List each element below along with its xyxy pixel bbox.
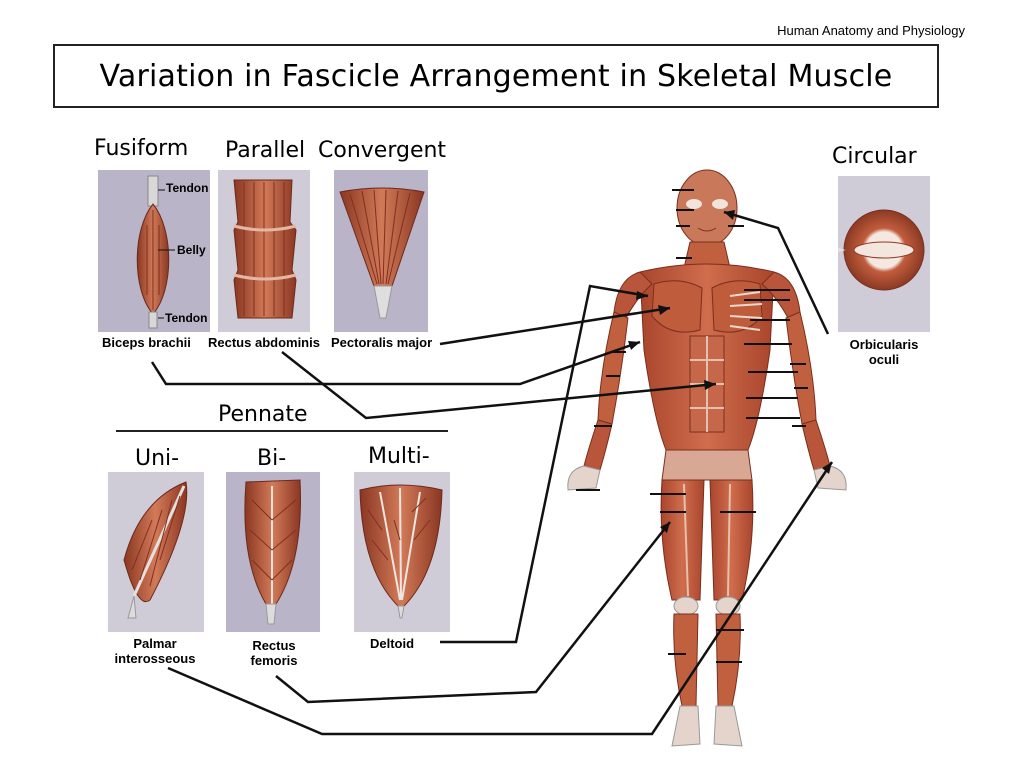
label-orbicularis-line2: oculi xyxy=(868,352,900,367)
convergent-muscle-drawing xyxy=(339,187,425,319)
pointer-rectus-abdominis xyxy=(281,351,717,420)
label-rectus-abdominis: Rectus abdominis xyxy=(208,335,320,350)
category-parallel: Parallel xyxy=(225,138,306,163)
category-pennate: Pennate xyxy=(218,402,308,427)
label-orbicularis-oculi: Orbicularis oculi xyxy=(836,337,932,367)
label-orbicularis-line1: Orbicularis xyxy=(849,337,919,352)
title-box: Variation in Fascicle Arrangement in Ske… xyxy=(53,44,939,108)
bipennate-muscle-drawing xyxy=(244,479,301,625)
pointer-deltoid xyxy=(440,284,649,644)
label-palmar-line1: Palmar xyxy=(133,636,177,651)
label-rectus-femoris-line1: Rectus xyxy=(252,638,296,653)
pointer-orbicularis xyxy=(723,210,830,335)
label-belly: Belly xyxy=(177,243,206,257)
label-palmar-interosseous: Palmar interosseous xyxy=(100,636,210,666)
label-biceps-brachii: Biceps brachii xyxy=(102,335,191,350)
pointer-palmar-interosseous xyxy=(167,461,834,736)
category-fusiform: Fusiform xyxy=(94,136,189,161)
unipennate-muscle-drawing xyxy=(123,481,188,619)
label-tendon-top: Tendon xyxy=(166,181,209,195)
label-tendon-bottom: Tendon xyxy=(165,311,208,325)
human-muscle-figure xyxy=(567,169,847,747)
page-title: Variation in Fascicle Arrangement in Ske… xyxy=(99,58,893,94)
pointer-rectus-femoris xyxy=(275,521,671,704)
category-uni: Uni- xyxy=(135,446,180,471)
header-note: Human Anatomy and Physiology xyxy=(777,23,965,38)
label-rectus-femoris: Rectus femoris xyxy=(234,638,314,668)
label-palmar-line2: interosseous xyxy=(114,651,196,666)
category-convergent: Convergent xyxy=(318,138,447,163)
label-rectus-femoris-line2: femoris xyxy=(250,653,298,668)
category-bi: Bi- xyxy=(257,446,287,471)
pointer-lines xyxy=(150,210,834,736)
multipennate-muscle-drawing xyxy=(359,484,443,619)
circular-muscle-drawing xyxy=(838,209,925,291)
pointer-biceps xyxy=(150,340,641,386)
category-circular: Circular xyxy=(832,144,917,169)
parallel-muscle-drawing xyxy=(233,179,297,319)
pointer-pectoralis xyxy=(439,306,671,346)
label-deltoid: Deltoid xyxy=(370,636,415,651)
label-pectoralis-major: Pectoralis major xyxy=(331,335,433,350)
category-multi: Multi- xyxy=(368,444,430,469)
pennate-divider xyxy=(116,430,448,432)
fusiform-muscle-drawing xyxy=(136,175,175,329)
